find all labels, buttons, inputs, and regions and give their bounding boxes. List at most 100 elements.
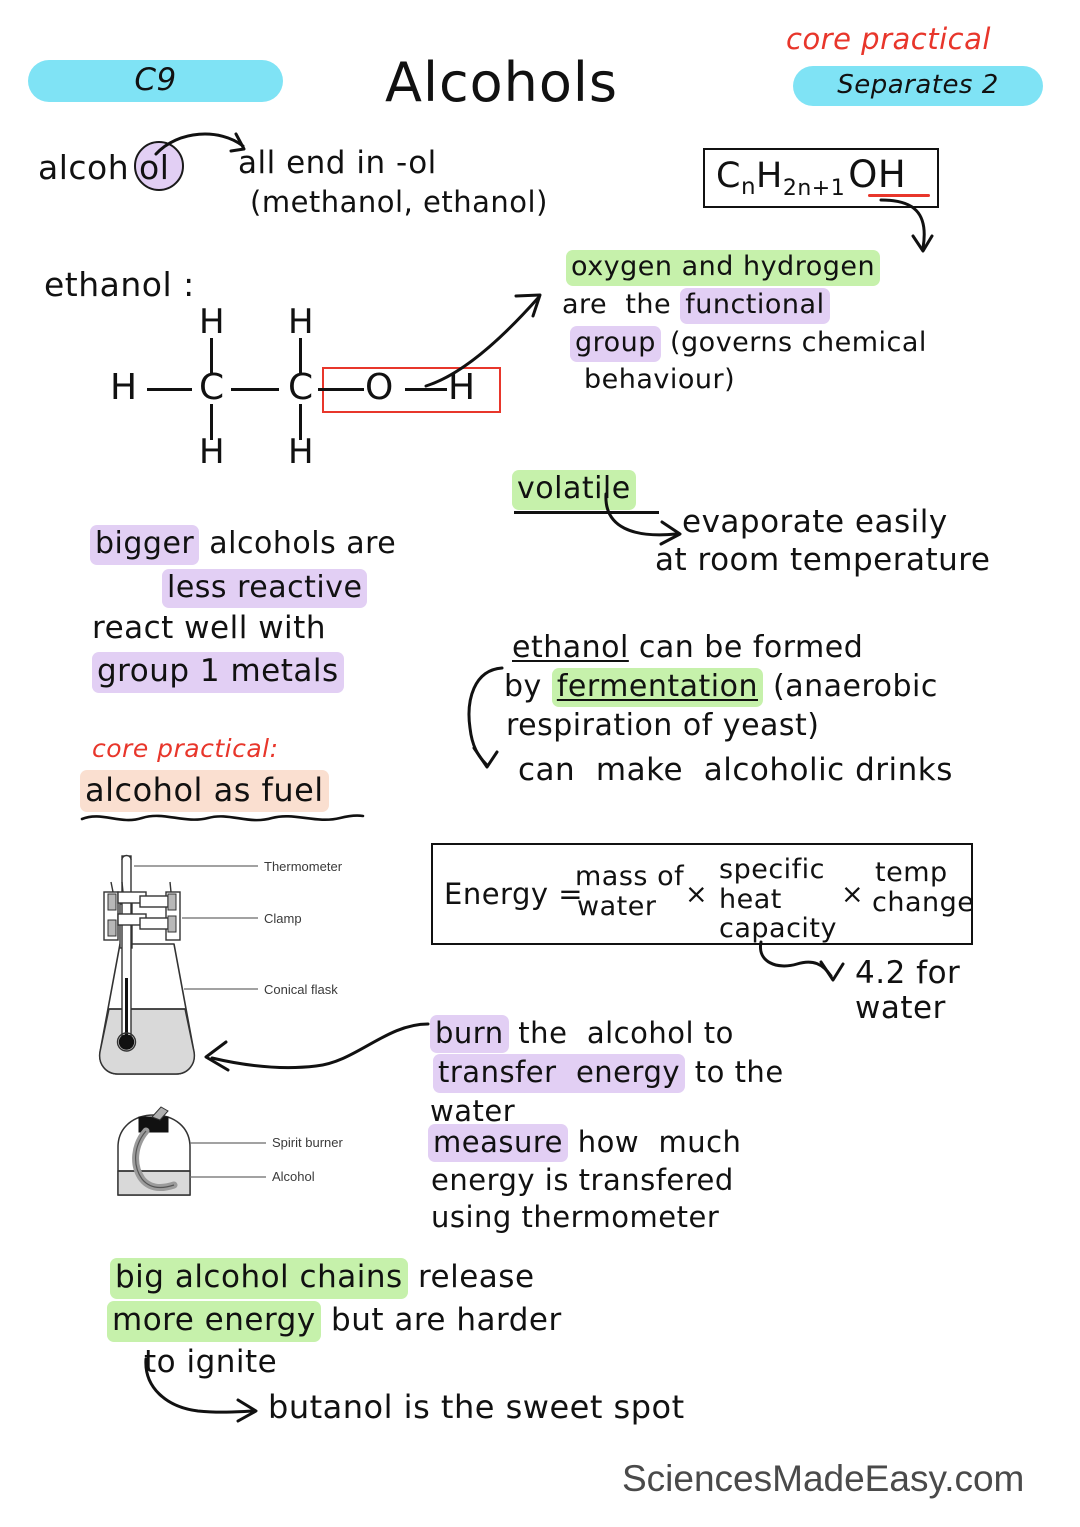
formula-sub-n: n [740,174,757,200]
conclusion-arrow-icon [144,1357,258,1423]
formula-h: H [756,156,783,196]
fg-note-line3-plain: (governs chemical [660,326,927,358]
conclusion-line2-plain: but are harder [320,1301,562,1338]
fg-note-line2-highlight: functional [680,287,830,324]
fermentation-line2-post: (anaerobic [762,668,938,704]
core-practical-title-group: alcohol as fuel [80,770,365,822]
apparatus-svg [98,854,258,1075]
core-practical-header-label: core practical [786,22,991,56]
volatile-term: volatile [512,470,636,510]
burn-method-note: burn the alcohol to transfer energy to t… [430,1015,850,1129]
fermentation-line1-plain: can be formed [628,630,864,665]
apparatus-label-clamp: Clamp [264,911,302,926]
measure-method-note: measure how much energy is transfered us… [428,1124,848,1235]
fg-note-line1: oxygen and hydrogen [566,250,881,286]
bond-o-h [405,388,447,391]
burner-label-spirit-burner: Spirit burner [272,1135,343,1150]
transfer-rest: to the [685,1055,784,1090]
fermentation-group: ethanol can be formed by fermentation (a… [504,630,982,745]
shc-annotation-line2: water [855,990,946,1026]
conclusion-line3: to ignite [144,1343,278,1380]
fermentation-result-arrow-icon [467,666,504,769]
topic-code-badge: C9 [28,60,283,102]
bond-c1-h-top [210,338,213,374]
apparatus-label-thermometer: Thermometer [264,859,343,874]
measure-rest: how much [567,1125,742,1159]
ethanol-diagram-label: ethanol : [44,265,195,304]
conclusion-result-text: butanol is the sweet spot [268,1388,685,1426]
bond-c2-o [318,388,364,391]
fg-note-line3-highlight: group [570,325,661,362]
atom-h-left: H [110,367,138,408]
group1-line1: react well with [92,610,326,646]
formula-to-note-arrow-icon [879,198,934,253]
equation-term1-line1: mass of [575,861,685,892]
core-practical-title: alcohol as fuel [80,770,329,813]
equation-term2-line1: specific [719,854,826,885]
measure-highlight: measure [428,1124,568,1163]
bond-h-c1 [147,388,192,391]
transfer-line3: water [430,1093,516,1128]
atom-h-bottom-1: H [199,432,226,472]
conclusion-group: big alcohol chains release more energy b… [107,1258,670,1381]
atom-h-top-2: H [288,302,315,342]
shc-value-arrow-icon [759,940,845,982]
fermentation-line3: respiration of yeast) [506,708,820,744]
fermentation-line2-highlight: fermentation [551,667,763,708]
energy-equation-box [431,843,973,945]
general-formula-content: CnH2n+1OH [716,152,906,202]
bond-c2-h-bottom [299,404,302,440]
reactivity-line1-highlight: bigger [90,525,200,565]
atom-o: O [365,367,394,408]
transfer-highlight: transfer energy [433,1054,686,1093]
bond-c2-h-top [299,338,302,374]
bond-c1-h-bottom [210,404,213,440]
core-practical-title-squiggle-underline [80,814,365,822]
conclusion-line1-highlight: big alcohol chains [110,1258,408,1299]
formula-c: C [716,156,741,196]
volatile-arrow-icon [604,492,682,546]
reactivity-line2-highlight: less reactive [162,568,368,609]
equation-term3-line1: temp [875,857,948,888]
equation-term1-line2: water [577,891,657,922]
page-title: Alcohols [385,51,619,114]
group1-reaction-group: react well with group 1 metals [92,610,492,693]
conclusion-line2-highlight: more energy [107,1300,321,1342]
alcohol-naming-note-line2: (methanol, ethanol) [250,185,548,219]
fermentation-result-text: can make alcoholic drinks [518,752,953,788]
formula-oh-red-underline [868,194,930,197]
equation-term2-line2: heat [719,884,782,915]
spirit-burner-svg [117,1106,266,1196]
ethanol-structure-diagram: H C C O H H H H H [100,300,520,490]
burn-rest: the alcohol to [508,1016,734,1050]
atom-h-top-1: H [199,302,226,342]
measure-line2: energy is transfered [431,1163,734,1198]
measure-line3: using thermometer [431,1199,720,1234]
equation-lhs: Energy = [444,877,584,911]
tier-badge: Separates 2 [793,66,1043,106]
fg-note-line4: behaviour) [584,363,736,395]
definition-arrow-icon [154,132,246,156]
burner-label-alcohol: Alcohol [272,1169,315,1184]
alcohol-definition-group: alcoh ol all end in -ol (methanol, ethan… [38,132,547,230]
alcohol-term-suffix: ol [139,148,170,187]
tier-badge-label: Separates 2 [837,70,999,101]
equation-operator-2: × [841,879,865,910]
equation-term3-line2: change [872,887,975,918]
volatile-underline [514,511,659,514]
formula-functional-group: OH [848,153,907,196]
bond-c1-c2 [231,388,279,391]
volatile-group: volatile [512,470,1012,514]
functional-group-note: oxygen and hydrogen are the functional g… [562,250,986,397]
reactivity-group: bigger alcohols are less reactive [90,525,490,609]
conclusion-line1-plain: release [407,1259,535,1295]
atom-c2: C [288,367,314,408]
topic-code-label: C9 [134,62,177,99]
atom-h-bottom-2: H [288,432,315,472]
formula-sub-2n1: 2n+1 [782,176,846,201]
fermentation-line2-pre: by [504,668,552,704]
equation-operator-1: × [685,879,709,910]
burn-note-arrow-icon [204,1022,430,1072]
atom-c1: C [199,367,225,408]
